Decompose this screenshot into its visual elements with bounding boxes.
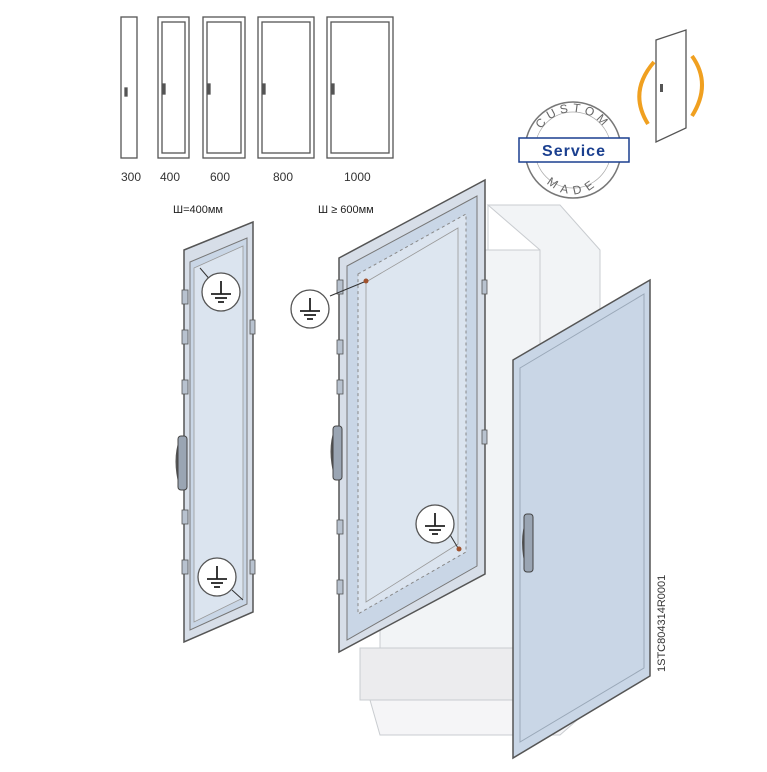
door-width-label-800: 800 — [273, 170, 294, 184]
door-size-row — [120, 16, 394, 159]
door-width-label-400: 400 — [160, 170, 181, 184]
narrow-door — [175, 220, 256, 644]
door-thumb-800 — [257, 16, 315, 159]
door-width-label-600: 600 — [210, 170, 231, 184]
door-thumb-600 — [202, 16, 246, 159]
part-code-label: 1STC804314R0001 — [656, 574, 668, 672]
door-thumb-1000 — [326, 16, 394, 159]
wide-width-label: Ш ≥ 600мм — [318, 204, 374, 216]
door-swing-icon — [637, 29, 704, 144]
outer-door — [512, 278, 651, 760]
door-width-label-300: 300 — [121, 170, 142, 184]
badge-main-text: Service — [542, 143, 606, 160]
ground-symbol-icon — [290, 289, 330, 329]
door-thumb-300 — [120, 16, 138, 159]
ground-symbol-icon — [415, 504, 455, 544]
door-thumb-400 — [157, 16, 190, 159]
ground-symbol-icon — [201, 272, 241, 312]
door-handle-icon — [175, 435, 188, 491]
door-handle-icon — [330, 425, 343, 481]
door-width-label-1000: 1000 — [344, 170, 371, 184]
ground-symbol-icon — [197, 557, 237, 597]
custom-service-badge: CUSTOM MADE Service — [518, 101, 630, 199]
door-handle-icon — [522, 513, 534, 573]
wide-door — [329, 178, 488, 654]
narrow-width-label: Ш=400мм — [173, 204, 223, 216]
